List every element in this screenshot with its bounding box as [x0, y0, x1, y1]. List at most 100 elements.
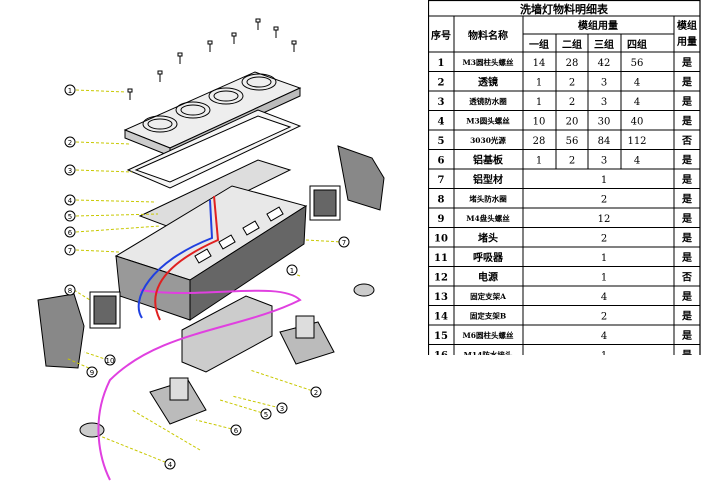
bom-row-no: 3	[438, 97, 445, 108]
header-g3: 三组	[594, 38, 614, 51]
callout-label: 4	[68, 197, 73, 205]
bom-row-qty-g3: 84	[598, 136, 611, 147]
bom-row-qty-g1: 10	[533, 117, 546, 128]
bom-row-qty: 2	[601, 312, 607, 323]
bom-row-qty-g3: 42	[598, 58, 611, 69]
bom-row-name: M14防水接头	[464, 350, 513, 356]
callout-circle	[310, 386, 322, 398]
callout-label: 2	[68, 139, 72, 147]
header-group-usage: 模组用量	[578, 19, 618, 32]
bom-row-qty-g4: 40	[631, 117, 644, 128]
bom-row-no: 7	[438, 175, 445, 186]
callout-circle	[276, 402, 288, 414]
callout-circle	[64, 136, 76, 148]
callout-circle	[86, 366, 98, 378]
bom-row-module: 是	[681, 233, 692, 245]
end-cap-left	[37, 293, 85, 369]
bom-row-no: 14	[434, 312, 448, 323]
callout-label: 2	[314, 389, 318, 397]
callout-label: 3	[280, 405, 284, 413]
callout-label: 3	[68, 167, 72, 175]
callout-circle	[164, 458, 176, 470]
bom-row-qty-g3: 30	[598, 117, 611, 128]
header-module-usage-line1: 模组	[677, 19, 697, 32]
bom-row-qty-g3: 3	[601, 78, 607, 89]
bom-row-name: 铝型材	[473, 173, 503, 186]
callout-label: 10	[106, 357, 115, 365]
callout-circle	[338, 236, 350, 248]
bom-row-module: 是	[681, 291, 692, 303]
bom-row-name: 堵头防水圈	[469, 194, 507, 204]
bom-row-qty-g2: 2	[569, 156, 575, 167]
bom-title: 洗墙灯物料明细表	[520, 2, 609, 16]
callout-label: 6	[68, 229, 73, 237]
bom-row-name: M4盘头螺丝	[466, 213, 510, 223]
header-module-usage-line2: 用量	[676, 35, 697, 48]
bom-row-no: 9	[438, 214, 445, 225]
bom-row-no: 11	[434, 253, 448, 264]
bom-row-qty: 2	[601, 234, 607, 245]
bom-row-module: 是	[681, 155, 692, 167]
callout-label: 1	[290, 267, 294, 275]
bom-row-name: M6圆柱头螺丝	[462, 330, 514, 340]
callout-label: 8	[68, 287, 72, 295]
bom-row-module: 是	[681, 57, 692, 69]
bom-row-module: 是	[681, 174, 692, 186]
bom-row-qty: 2	[601, 195, 607, 206]
bom-row-qty: 1	[601, 175, 607, 186]
callout-circle	[64, 210, 76, 222]
callout-label: 4	[168, 461, 173, 469]
bom-row-no: 10	[434, 234, 448, 245]
bom-row-qty-g1: 1	[536, 156, 542, 167]
header-g4: 四组	[627, 38, 647, 51]
bom-row-module: 是	[681, 311, 692, 323]
callout-label: 9	[90, 369, 94, 377]
bom-row-qty-g1: 1	[536, 78, 542, 89]
bom-row-module: 是	[681, 252, 692, 264]
callout-circle	[64, 284, 76, 296]
bom-row-no: 15	[434, 331, 448, 342]
bom-row-module: 是	[681, 330, 692, 342]
bom-row-qty-g4: 4	[634, 97, 640, 108]
bom-row-module: 是	[681, 77, 692, 89]
bom-row-qty-g2: 56	[566, 136, 579, 147]
bom-row-qty-g1: 1	[536, 97, 542, 108]
callout-label: 6	[234, 427, 239, 435]
bom-row-qty: 1	[601, 273, 607, 284]
bom-row-module: 否	[681, 135, 692, 147]
callout-circle	[104, 354, 116, 366]
bom-row-module: 是	[681, 350, 692, 356]
bracket-b	[279, 315, 335, 365]
bom-row-no: 6	[438, 156, 445, 167]
bom-row-no: 8	[438, 195, 445, 206]
callout-circle	[260, 408, 272, 420]
blue-wire	[137, 199, 214, 319]
bom-row-qty: 1	[601, 253, 607, 264]
bom-row-name: M3圆柱头螺丝	[462, 57, 514, 67]
waterproof-connector	[79, 422, 105, 438]
bom-row-module: 否	[681, 272, 692, 284]
bom-row-name: M3圆头螺丝	[466, 116, 510, 126]
header-g2: 二组	[562, 38, 582, 51]
bom-row-no: 4	[438, 117, 445, 128]
callout-label: 1	[68, 87, 72, 95]
bom-row-name: 固定支架B	[470, 311, 506, 321]
bom-row-qty-g4: 56	[631, 58, 644, 69]
bom-row-qty: 4	[601, 331, 607, 342]
header-index: 序号	[431, 29, 451, 42]
callout-label: 5	[68, 213, 72, 221]
bom-row-qty-g2: 28	[566, 58, 579, 69]
bom-row-qty-g1: 14	[533, 58, 546, 69]
callout-circle	[230, 424, 242, 436]
callout-label: 7	[68, 247, 72, 255]
bom-row-qty: 12	[598, 214, 611, 225]
callout-circle	[64, 194, 76, 206]
callout-label: 5	[264, 411, 268, 419]
red-wire	[154, 195, 220, 321]
bom-row-no: 12	[434, 273, 448, 284]
bom-row-name: 3030光源	[470, 135, 506, 145]
power-supply	[181, 295, 273, 373]
callout-circle	[64, 226, 76, 238]
